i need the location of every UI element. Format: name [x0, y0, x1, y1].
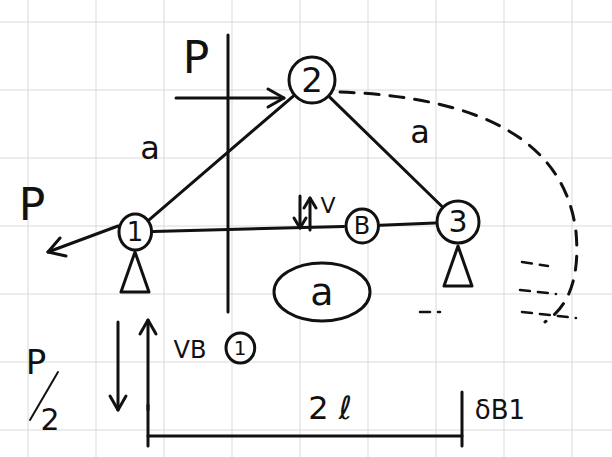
node-text: 1 [127, 219, 144, 245]
node-circle: B [344, 207, 380, 245]
member-length: a [140, 132, 160, 164]
node-text: 2 [301, 63, 323, 97]
deflection-label: δB1 [475, 397, 525, 423]
reaction-arrow [294, 196, 316, 230]
truss-member [380, 223, 435, 225]
load-arrow [176, 89, 284, 107]
reaction-arrow [110, 320, 156, 410]
load-label: P [26, 345, 47, 379]
truss-member [153, 226, 344, 231]
truss-member [330, 97, 442, 206]
node-circle: 1 [224, 331, 257, 365]
node-text: 1 [234, 338, 247, 358]
node-text: 3 [448, 207, 467, 237]
node-text: a [310, 273, 333, 311]
dimension-label: 2 ℓ [308, 392, 352, 424]
reaction-label: V [320, 195, 335, 217]
node-circle: 2 [287, 55, 337, 105]
sketch-dashes [420, 262, 576, 318]
member-length: a [410, 116, 430, 148]
reaction-label: VB [174, 338, 207, 362]
load-arrow [48, 226, 118, 256]
load-label: P [19, 183, 46, 227]
section-line [227, 35, 230, 312]
node-circle: 3 [435, 199, 481, 245]
node-circle: a [272, 261, 372, 323]
truss-member [149, 96, 293, 219]
node-circle: 1 [117, 212, 154, 252]
load-label: 2 [40, 405, 59, 435]
node-text: B [354, 214, 370, 238]
dimension-line [148, 392, 462, 446]
deflected-shape [340, 92, 577, 322]
load-label: P [183, 36, 210, 80]
